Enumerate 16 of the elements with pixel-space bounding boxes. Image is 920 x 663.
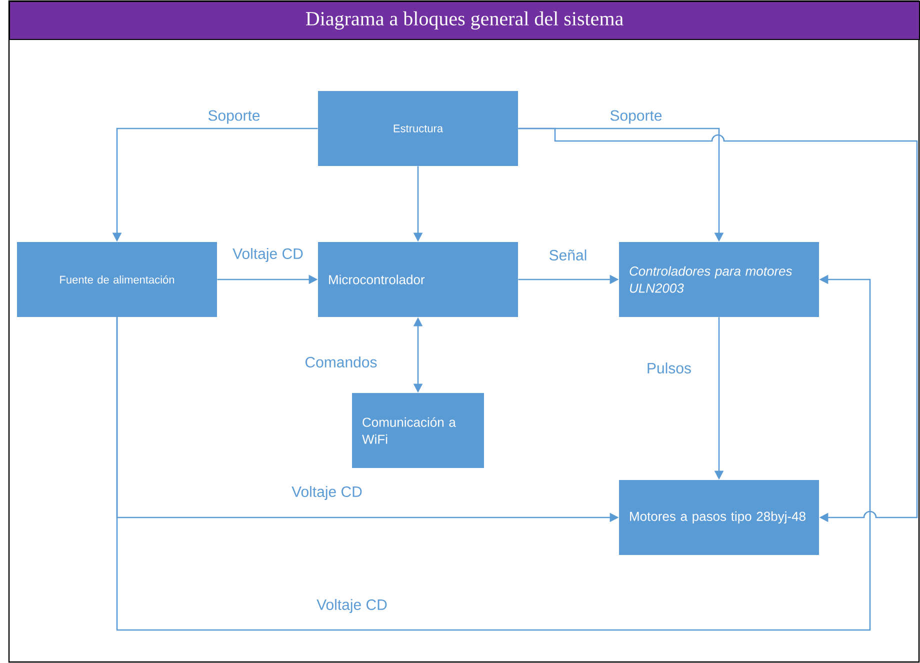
edge-label: Soporte	[608, 109, 664, 125]
edge-label: Voltaje CD	[232, 247, 304, 263]
edge-label: Pulsos	[646, 361, 693, 374]
process-box: Fuente de alimentación	[17, 242, 217, 317]
process-box: Comunicación a WiFi	[352, 392, 484, 468]
edge-label: Soporte	[206, 109, 262, 125]
process-box: Estructura	[318, 90, 518, 166]
edge-label: Comandos	[304, 355, 378, 368]
edge-label: Voltaje CD	[316, 598, 388, 614]
process-box: Microcontrolador	[318, 242, 518, 317]
process-box: Controladores para motores ULN2003	[619, 242, 819, 317]
process-box: Motores a pasos tipo 28byj-48	[619, 480, 819, 555]
arrow	[518, 128, 918, 522]
edge-label: Voltaje CD	[290, 485, 364, 501]
edge-label: Señal	[548, 248, 588, 262]
title-bar: Diagrama a bloques general del sistema	[9, 1, 920, 40]
